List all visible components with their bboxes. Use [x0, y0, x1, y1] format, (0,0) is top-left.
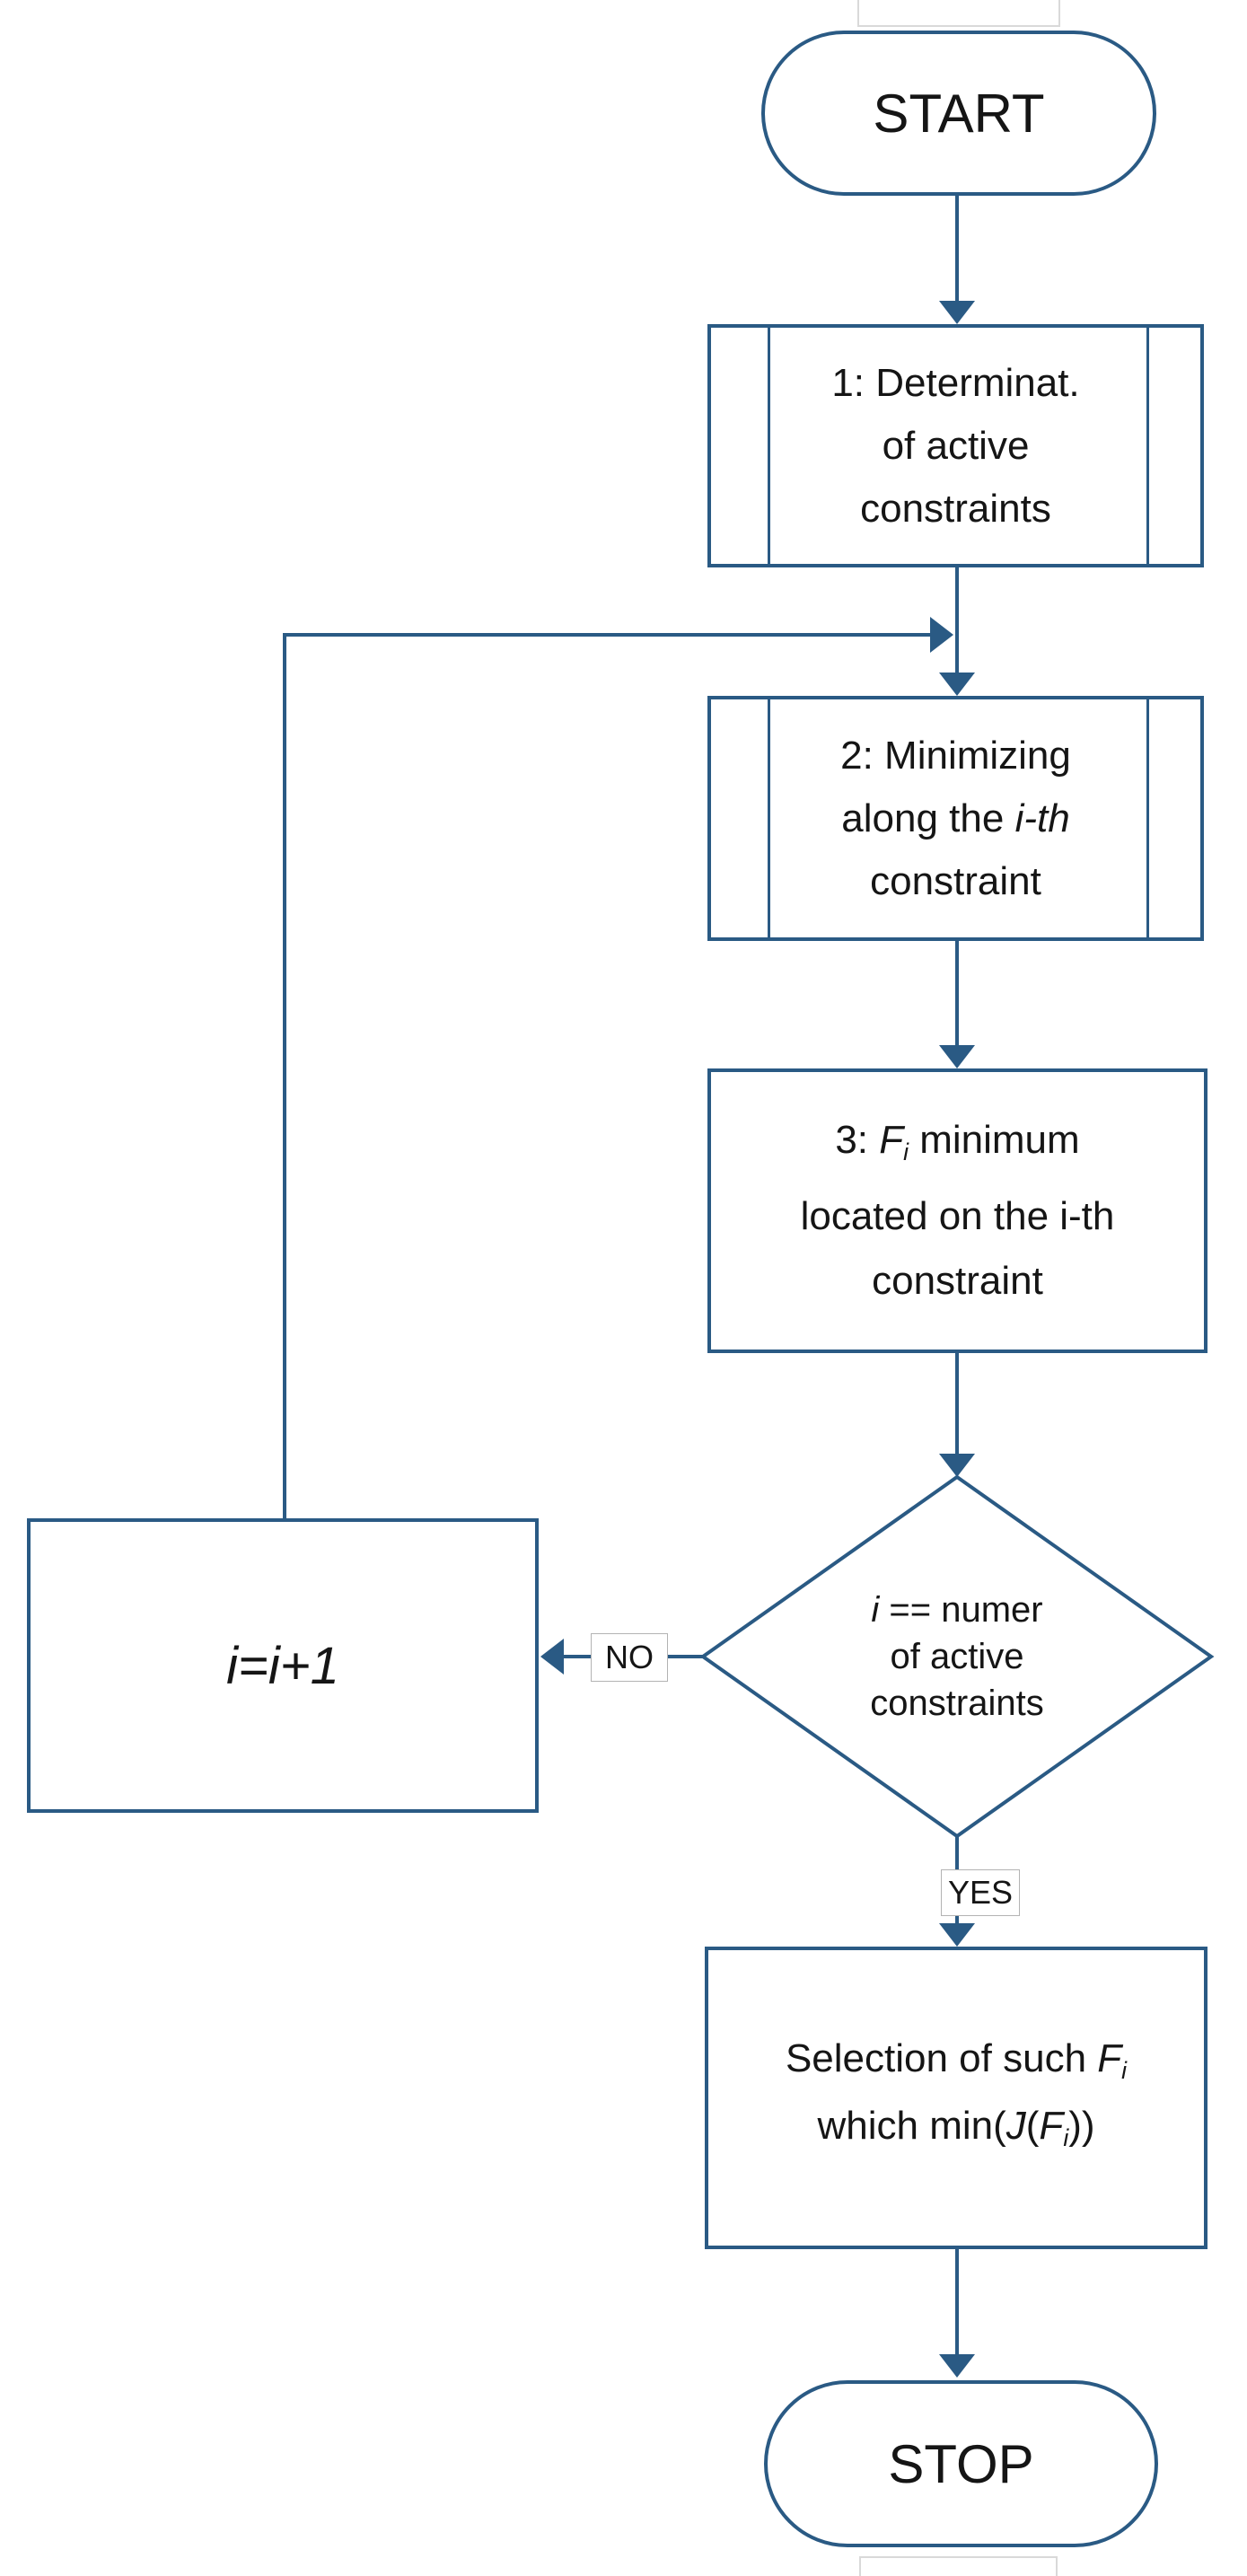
step2-line2: along the i-th [841, 796, 1070, 840]
step2-left-bar [768, 699, 770, 937]
decision-line2: of active [890, 1637, 1024, 1676]
arrow-step1-to-step2 [939, 567, 975, 696]
faint-cropped-box-bottom [859, 2556, 1058, 2576]
arrow-selection-to-stop [939, 2249, 975, 2378]
selection-F-subscript: i [1121, 2056, 1128, 2084]
stop-terminator: STOP [764, 2380, 1158, 2547]
arrow-step3-to-decision [939, 1353, 975, 1477]
step3-F-var: F [879, 1118, 904, 1163]
selection-line1: Selection of such Fi [785, 2035, 1128, 2084]
step3-F-subscript: i [903, 1138, 909, 1165]
step1-predefined-process: 1: Determinat. of active constraints [707, 324, 1204, 567]
selection-F-var: F [1097, 2035, 1122, 2080]
step2-line1: 2: Minimizing [840, 733, 1071, 778]
decision-line3: constraints [870, 1684, 1044, 1723]
increment-process: i=i+1 [27, 1518, 539, 1813]
decision-diamond-text: i == numer of active constraints [777, 1587, 1137, 1727]
selection-line2: which min(J(Fi)) [817, 2103, 1095, 2151]
selection-F2-var: F [1039, 2103, 1064, 2148]
yes-edge-label: YES [941, 1869, 1020, 1916]
decision-i-var: i [871, 1590, 880, 1630]
step3-line1: 3: Fi minimum [835, 1118, 1080, 1165]
selection-F2-subscript: i [1063, 2123, 1069, 2151]
start-terminator: START [761, 31, 1156, 196]
selection-J-var: J [1006, 2103, 1026, 2148]
step2-right-bar [1146, 699, 1149, 937]
stop-label: STOP [888, 2433, 1034, 2494]
loop-line-increment-to-junction [283, 617, 953, 1518]
start-label: START [873, 83, 1045, 144]
arrow-start-to-step1 [939, 196, 975, 324]
step1-line1: 1: Determinat. [831, 360, 1080, 405]
step3-line3: constraint [872, 1258, 1043, 1303]
increment-label: i=i+1 [226, 1636, 339, 1695]
step1-right-bar [1146, 328, 1149, 564]
step2-line3: constraint [870, 858, 1041, 903]
step3-process: 3: Fi minimum located on the i-th constr… [707, 1068, 1207, 1353]
decision-line1: i == numer [871, 1590, 1043, 1630]
step2-predefined-process: 2: Minimizing along the i-th constraint [707, 696, 1204, 941]
step1-line3: constraints [860, 486, 1051, 531]
no-edge-label: NO [591, 1633, 668, 1682]
faint-cropped-box-top [857, 0, 1060, 27]
step1-left-bar [768, 328, 770, 564]
step3-line2: located on the i-th [800, 1193, 1115, 1238]
step2-ith-italic: i-th [1014, 796, 1070, 840]
step1-line2: of active [882, 423, 1030, 468]
arrow-step2-to-step3 [939, 941, 975, 1068]
selection-process: Selection of such Fi which min(J(Fi)) [705, 1947, 1207, 2249]
